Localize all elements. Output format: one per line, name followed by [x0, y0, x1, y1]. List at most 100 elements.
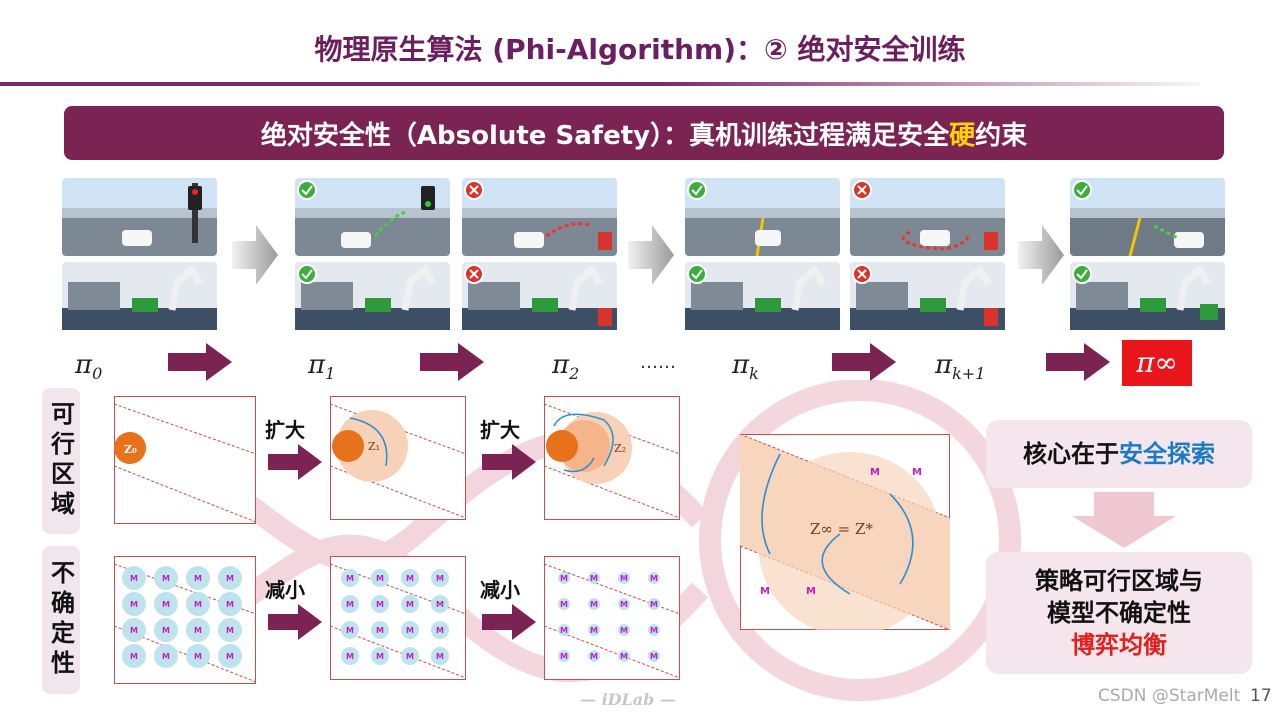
- banner-highlight: 硬: [949, 120, 976, 151]
- expand-arrow-2: [482, 444, 536, 480]
- uncertainty-marker-bubble: [218, 644, 242, 668]
- gray-arrow-1: [232, 225, 278, 285]
- uncertainty-marker-bubble: [341, 621, 359, 639]
- core-card: 核心在于安全探索: [986, 420, 1252, 488]
- m-marker: M: [162, 652, 170, 661]
- m-marker: M: [436, 626, 444, 635]
- feasible-region-z0: Z₀: [114, 396, 256, 524]
- uncertainty-marker-bubble: [371, 621, 389, 639]
- step-reduce-1: 减小: [265, 578, 305, 602]
- m-marker: M: [650, 626, 658, 635]
- feasible-region-z2: Z₂: [544, 396, 680, 520]
- road-scene-pi1: [295, 178, 450, 256]
- m-marker: M: [436, 574, 444, 583]
- policy-pi-infinity: π∞: [1122, 340, 1192, 386]
- uncertainty-marker-bubble: [218, 618, 242, 642]
- m-marker: M: [346, 574, 354, 583]
- uncertainty-marker-bubble: [401, 595, 419, 613]
- uncertainty-marker-bubble: [648, 598, 660, 610]
- uncertainty-marker-bubble: [558, 650, 570, 662]
- policy-pi0: π0: [75, 350, 103, 384]
- m-marker: M: [130, 626, 138, 635]
- equilibrium-card: 策略可行区域与 模型不确定性 博弈均衡: [986, 552, 1252, 674]
- uncertainty-marker-bubble: [431, 621, 449, 639]
- m-marker: M: [194, 652, 202, 661]
- m-marker: M: [590, 652, 598, 661]
- m-marker: M: [376, 600, 384, 609]
- banner-prefix: 绝对安全性（Absolute Safety）：真机训练过程满足安全: [260, 120, 950, 151]
- uncertainty-marker-bubble: [154, 566, 178, 590]
- gray-arrow-3: [1018, 225, 1064, 285]
- m-marker: M: [130, 600, 138, 609]
- uncertainty-marker-bubble: [122, 592, 146, 616]
- robot-scene-pik: [685, 262, 840, 340]
- equilibrium-line-3: 博弈均衡: [1071, 631, 1167, 659]
- reduce-arrow-1: [268, 604, 322, 640]
- uncertainty-marker-bubble: [218, 592, 242, 616]
- m-marker: M: [376, 626, 384, 635]
- m-marker: M: [590, 626, 598, 635]
- m-marker: M: [346, 626, 354, 635]
- uncertainty-marker-bubble: [588, 572, 600, 584]
- m-marker: M: [870, 467, 880, 478]
- uncertainty-marker-bubble: [122, 566, 146, 590]
- policy-pi1: π1: [308, 350, 336, 384]
- uncertainty-marker-bubble: [648, 572, 660, 584]
- uncertainty-marker-bubble: [154, 618, 178, 642]
- title-divider: [0, 82, 1200, 86]
- headline-banner: 绝对安全性（Absolute Safety）：真机训练过程满足安全硬约束: [64, 106, 1224, 160]
- policy-ellipsis: ……: [640, 352, 676, 373]
- m-marker: M: [560, 574, 568, 583]
- m-marker: M: [376, 574, 384, 583]
- m-marker: M: [406, 574, 414, 583]
- uncertainty-marker-bubble: [648, 650, 660, 662]
- robot-scene-pi0: [62, 262, 217, 340]
- footer-source: CSDN @StarMelt: [1098, 686, 1241, 706]
- uncertainty-marker-bubble: [186, 644, 210, 668]
- zone-z1-label: Z₁: [368, 440, 380, 453]
- feasible-region-z1: Z₁: [330, 396, 466, 520]
- equilibrium-line-2: 模型不确定性: [1047, 599, 1191, 627]
- uncertainty-marker-bubble: [588, 624, 600, 636]
- maroon-arrow-4: [1046, 343, 1110, 381]
- step-reduce-2: 减小: [480, 578, 520, 602]
- uncertainty-marker-bubble: [186, 618, 210, 642]
- uncertainty-marker-bubble: [431, 569, 449, 587]
- policy-pi2: π2: [552, 350, 580, 384]
- uncertainty-marker-bubble: [186, 566, 210, 590]
- uncertainty-marker-bubble: [371, 647, 389, 665]
- uncertainty-marker-bubble: [618, 598, 630, 610]
- m-marker: M: [162, 574, 170, 583]
- uncertainty-marker-bubble: [154, 592, 178, 616]
- m-marker: M: [194, 574, 202, 583]
- uncertainty-marker-bubble: [401, 647, 419, 665]
- m-marker: M: [560, 652, 568, 661]
- uncertainty-marker-bubble: [341, 569, 359, 587]
- expand-arrow-1: [268, 444, 322, 480]
- robot-scene-pik1: [850, 262, 1005, 340]
- road-scene-piinf: [1070, 178, 1225, 256]
- road-scene-pi0: [62, 178, 217, 256]
- uncertainty-marker-bubble: [401, 569, 419, 587]
- uncertainty-marker-bubble: [431, 647, 449, 665]
- maroon-arrow-1: [168, 343, 232, 381]
- step-expand-1: 扩大: [265, 418, 305, 442]
- uncertainty-marker-bubble: [371, 569, 389, 587]
- m-marker: M: [620, 574, 628, 583]
- m-marker: M: [760, 586, 770, 597]
- reduce-arrow-2: [482, 604, 536, 640]
- maroon-arrow-3: [832, 343, 896, 381]
- uncertainty-marker-bubble: [588, 598, 600, 610]
- m-marker: M: [436, 652, 444, 661]
- robot-scene-pi2: [462, 262, 617, 340]
- step-expand-2: 扩大: [480, 418, 520, 442]
- m-marker: M: [162, 626, 170, 635]
- robot-scene-piinf: [1070, 262, 1225, 340]
- row-label-feasible: 可行区域: [42, 388, 80, 534]
- m-marker: M: [620, 652, 628, 661]
- uncertainty-marker-bubble: [122, 618, 146, 642]
- uncertainty-marker-bubble: [122, 644, 146, 668]
- m-marker: M: [226, 574, 234, 583]
